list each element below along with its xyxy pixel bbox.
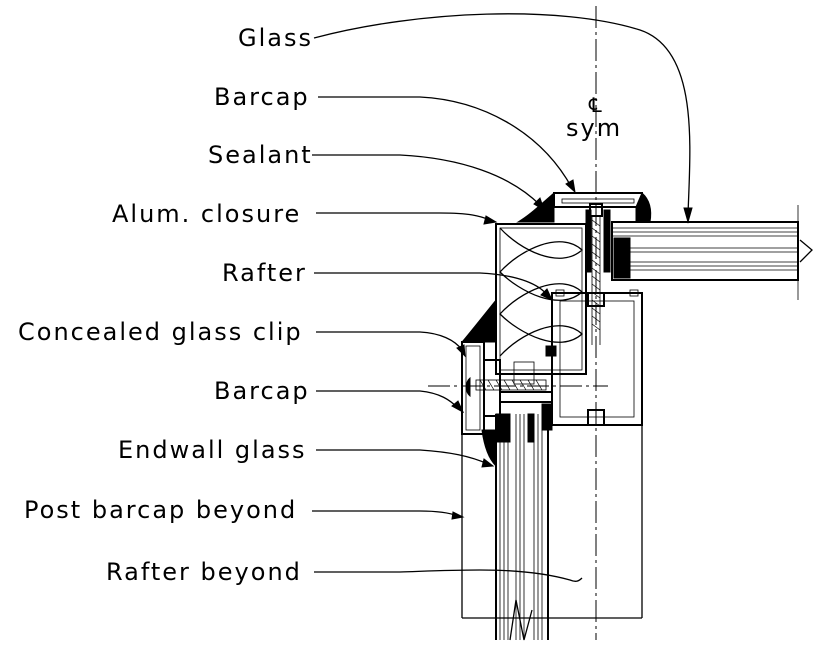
label-endwall-glass: Endwall glass bbox=[118, 436, 307, 464]
leader-endwall-glass bbox=[316, 449, 489, 465]
label-concealed-glass-clip: Concealed glass clip bbox=[18, 318, 303, 346]
label-rafter-beyond: Rafter beyond bbox=[106, 558, 302, 586]
endwall-glass bbox=[495, 413, 549, 641]
rafter bbox=[545, 289, 643, 426]
label-post-barcap-beyond: Post barcap beyond bbox=[24, 496, 297, 524]
concealed-glass-clip bbox=[461, 341, 553, 468]
leader-barcap-top bbox=[318, 96, 573, 189]
leader-barcap-bottom bbox=[316, 390, 459, 409]
label-sealant: Sealant bbox=[208, 141, 313, 169]
leader-alum-closure bbox=[316, 212, 491, 221]
label-barcap-top: Barcap bbox=[214, 83, 310, 111]
label-rafter: Rafter bbox=[222, 259, 307, 287]
label-barcap-bottom: Barcap bbox=[214, 377, 310, 405]
leader-sealant bbox=[312, 154, 541, 206]
centerline-symbol: ℄ bbox=[588, 93, 602, 117]
roof-glass-unit bbox=[611, 205, 813, 300]
leader-rafter bbox=[314, 272, 549, 297]
alum-closure bbox=[460, 223, 587, 375]
leader-glass bbox=[313, 13, 691, 216]
label-glass: Glass bbox=[238, 24, 313, 52]
leader-concealed-glass-clip bbox=[316, 331, 463, 351]
post-barcap-beyond bbox=[461, 425, 643, 619]
top-barcap bbox=[516, 191, 652, 345]
label-alum-closure: Alum. closure bbox=[112, 200, 301, 228]
leader-lines bbox=[312, 13, 693, 582]
leader-post-barcap-beyond bbox=[312, 510, 459, 517]
sym-label: sym bbox=[566, 114, 622, 142]
